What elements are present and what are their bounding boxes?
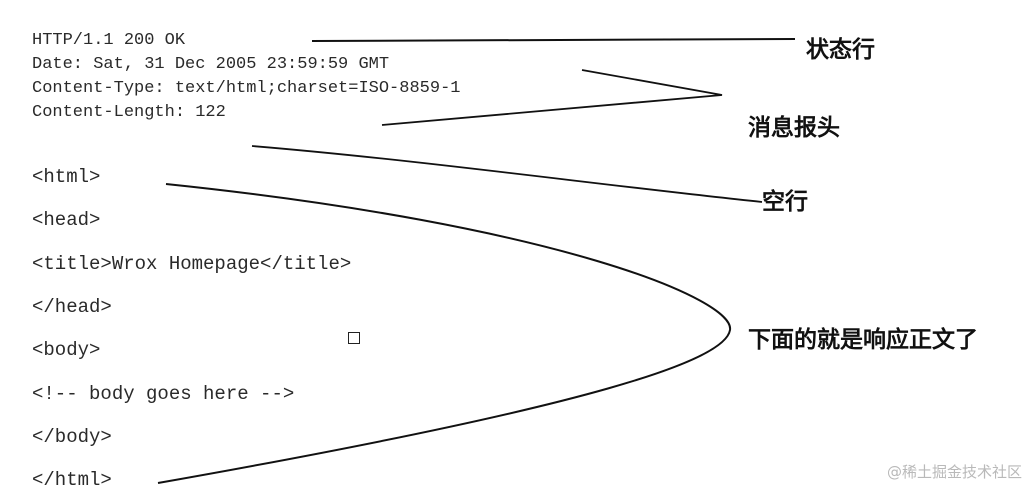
label-blank-line: 空行 — [762, 189, 808, 215]
headers-bracket — [381, 69, 723, 126]
body-line-body-open: <body> — [32, 339, 101, 361]
body-bracket — [157, 183, 732, 484]
header-content-length: Content-Length: 122 — [32, 103, 226, 122]
body-line-html-open: <html> — [32, 166, 101, 188]
small-square-marker — [348, 332, 360, 344]
label-headers: 消息报头 — [748, 115, 840, 141]
label-status-line: 状态行 — [806, 37, 875, 63]
watermark: @稀土掘金技术社区 — [886, 463, 1022, 481]
status-line-connector — [311, 38, 796, 42]
header-date: Date: Sat, 31 Dec 2005 23:59:59 GMT — [32, 55, 390, 74]
body-line-head-close: </head> — [32, 296, 112, 318]
header-content-type: Content-Type: text/html;charset=ISO-8859… — [32, 79, 461, 98]
body-line-title: <title>Wrox Homepage</title> — [32, 253, 352, 275]
body-line-head-open: <head> — [32, 209, 101, 231]
status-line: HTTP/1.1 200 OK — [32, 31, 186, 50]
body-line-body-close: </body> — [32, 426, 112, 448]
label-body: 下面的就是响应正文了 — [748, 327, 978, 353]
blank-line-connector — [251, 145, 763, 203]
body-line-html-close: </html> — [32, 469, 112, 491]
body-line-comment: <!-- body goes here --> — [32, 383, 295, 405]
